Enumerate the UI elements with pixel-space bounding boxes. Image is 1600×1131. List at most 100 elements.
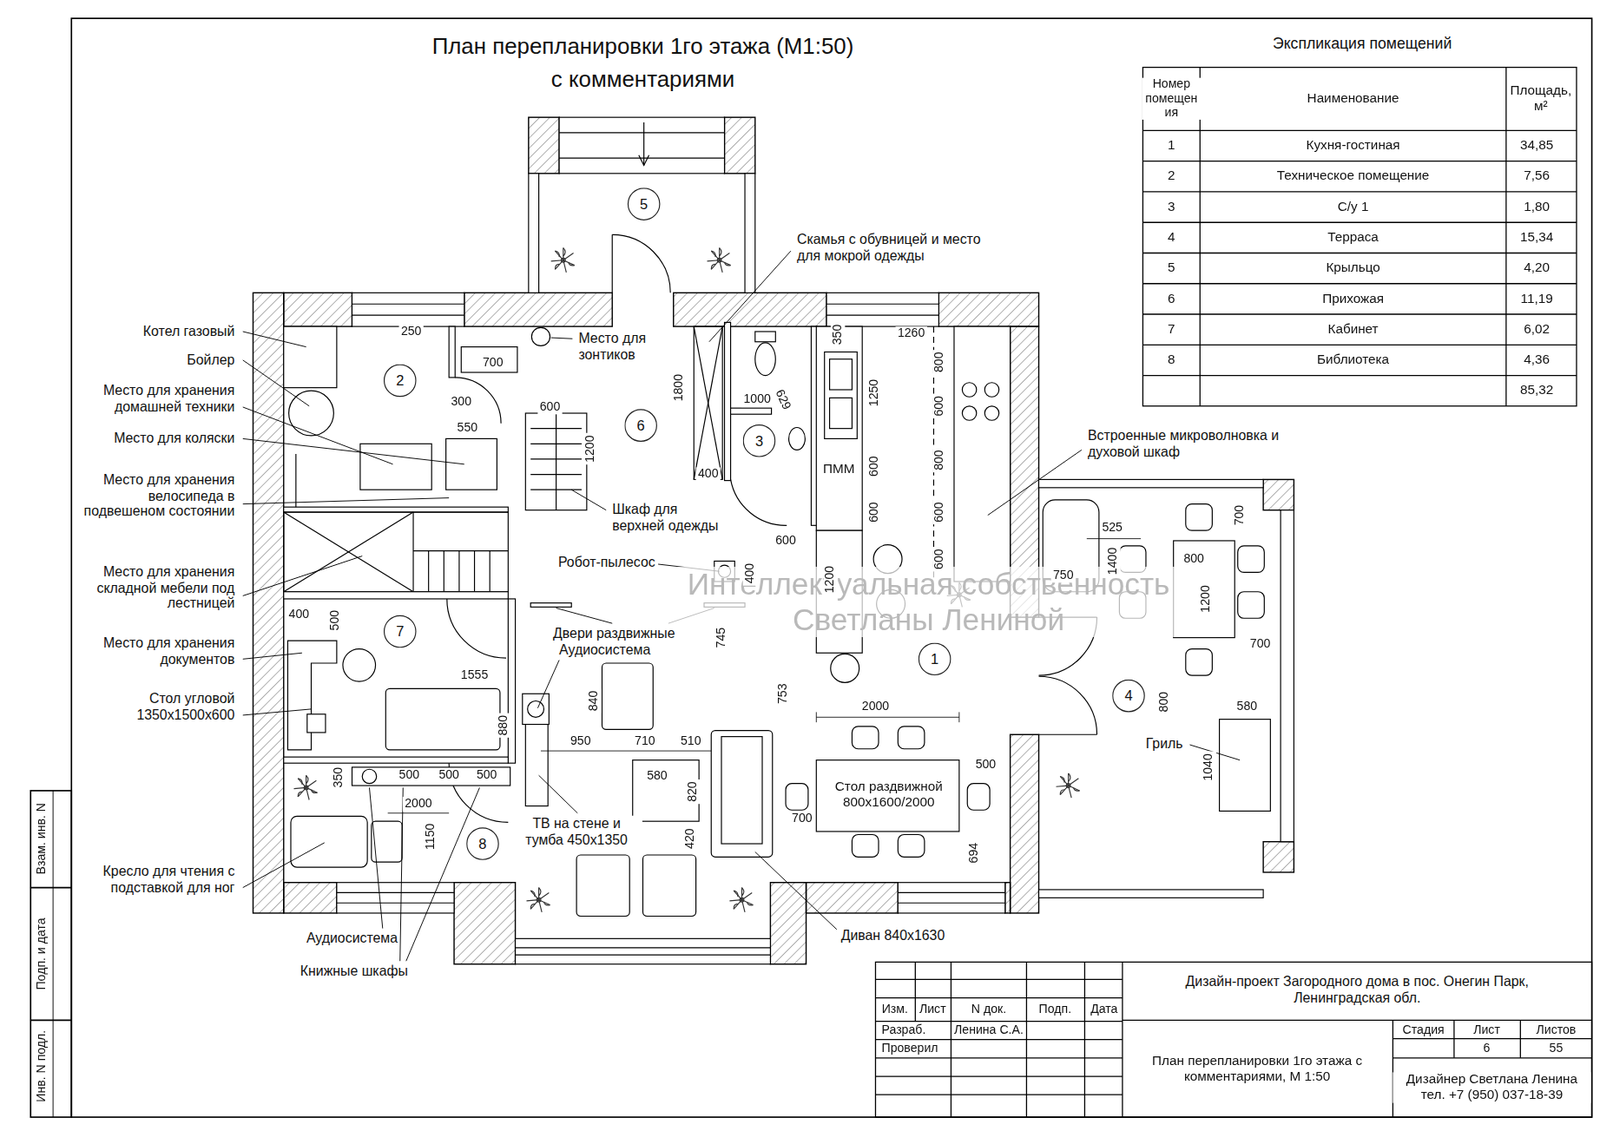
porch-and-terrace (559, 158, 725, 159)
furniture (555, 413, 557, 511)
porch-and-terrace (643, 122, 645, 165)
explication-table (1142, 67, 1577, 407)
porch-and-terrace (744, 173, 756, 294)
window (515, 947, 771, 949)
partition (730, 479, 788, 526)
dimension: 1200 (1198, 583, 1213, 615)
room-number: 7 (395, 624, 404, 639)
furniture (829, 397, 853, 428)
plant-symbol (294, 775, 318, 800)
porch-and-terrace (559, 117, 725, 174)
furniture (362, 769, 376, 784)
callout-note: Кресло для чтения с подставкой для ног (79, 863, 238, 896)
sheet-frame (71, 18, 1592, 1118)
porch-and-terrace (528, 173, 540, 294)
furniture (530, 458, 582, 460)
dimension: 1150 (423, 821, 438, 852)
partition (283, 506, 509, 513)
table-cell: Прихожая (1320, 291, 1387, 308)
dimension: 600 (932, 394, 947, 419)
partition (283, 512, 509, 593)
furniture (287, 640, 336, 751)
stamp-cell: Листов (1534, 1023, 1579, 1038)
dimension: 1200 (823, 564, 838, 596)
furniture (530, 474, 582, 475)
table-cell: 2 (1165, 169, 1178, 185)
callout-note: Робот-пылесос (556, 554, 658, 571)
partition (448, 326, 455, 378)
furniture (527, 700, 545, 718)
furniture (307, 714, 326, 733)
furniture (1185, 649, 1213, 677)
furniture (446, 438, 498, 490)
porch-and-terrace (1039, 676, 1098, 735)
furniture (851, 834, 879, 857)
stamp-cell: Дизайн-проект Загородного дома в пос. Он… (1140, 974, 1574, 1006)
furniture (897, 726, 925, 750)
leader-line (243, 556, 363, 597)
leader-line (243, 250, 1240, 962)
window (897, 902, 1005, 904)
furniture (1185, 504, 1213, 532)
wall (454, 882, 516, 965)
leader-line (243, 331, 307, 348)
dimension: 800 (1181, 552, 1206, 567)
callout-note: Место для хранения документов (79, 635, 238, 667)
furniture (897, 834, 925, 857)
leader-line (400, 787, 404, 962)
sheet-frame (30, 790, 72, 1118)
furniture (531, 327, 550, 346)
table-cell: 34,85 (1518, 138, 1556, 154)
furniture (984, 406, 999, 421)
leader-line (537, 659, 560, 708)
callout-note: Место для хранения велосипеда в подвешен… (79, 472, 238, 521)
furniture (1219, 719, 1271, 812)
dimension: 629 (770, 386, 795, 415)
dimension: 753 (776, 681, 791, 706)
drawing-title: План перепланировки 1го этажа (М1:50) с … (423, 30, 863, 96)
title-block (1392, 1057, 1592, 1059)
title-block (915, 961, 916, 1021)
leader-line (243, 360, 310, 407)
table-cell: С/у 1 (1335, 199, 1370, 216)
title-block (875, 1075, 1122, 1077)
dimension-line (1086, 538, 1141, 540)
wall (283, 882, 337, 914)
furniture (954, 326, 1011, 582)
stamp-cell: Подп. (1036, 1003, 1074, 1018)
sheet-frame (52, 790, 54, 1118)
room-number: 4 (1124, 688, 1133, 703)
dimension: 600 (867, 454, 882, 479)
furniture (290, 816, 368, 868)
dimension-line (958, 711, 960, 723)
wall (724, 117, 756, 174)
table-cell: 3 (1165, 199, 1178, 216)
furniture (824, 352, 858, 440)
title-block (1084, 961, 1086, 1118)
explication-table (1142, 252, 1577, 254)
callout-note: Двери раздвижные (551, 625, 678, 642)
callout-note: Встроенные микроволновка и духовой шкаф (1086, 427, 1284, 460)
dimension: 400 (286, 608, 311, 623)
dimension: 510 (678, 734, 704, 749)
furniture (961, 406, 976, 421)
callout-note: Бойлер (184, 352, 238, 369)
stamp-cell: План перепланировки 1го этажа с коммента… (1132, 1053, 1383, 1085)
porch-and-terrace (559, 131, 725, 133)
leader-line (243, 407, 394, 465)
dimension: 700 (480, 355, 506, 370)
callout-note: Гриль (1143, 736, 1186, 752)
dimension: 840 (586, 688, 601, 713)
window (336, 882, 455, 914)
dimension: 600 (773, 533, 798, 548)
partition (693, 326, 723, 480)
dimension: 1040 (1202, 751, 1217, 784)
title-block (875, 1020, 1122, 1022)
callout-note: Стол раздвижной 800x1600/2000 (825, 779, 953, 810)
table-cell: Библиотека (1315, 352, 1392, 369)
room-number: 8 (478, 836, 487, 851)
wall (938, 292, 1039, 327)
furniture (525, 413, 587, 511)
furniture (789, 427, 806, 450)
wall (1010, 734, 1040, 914)
